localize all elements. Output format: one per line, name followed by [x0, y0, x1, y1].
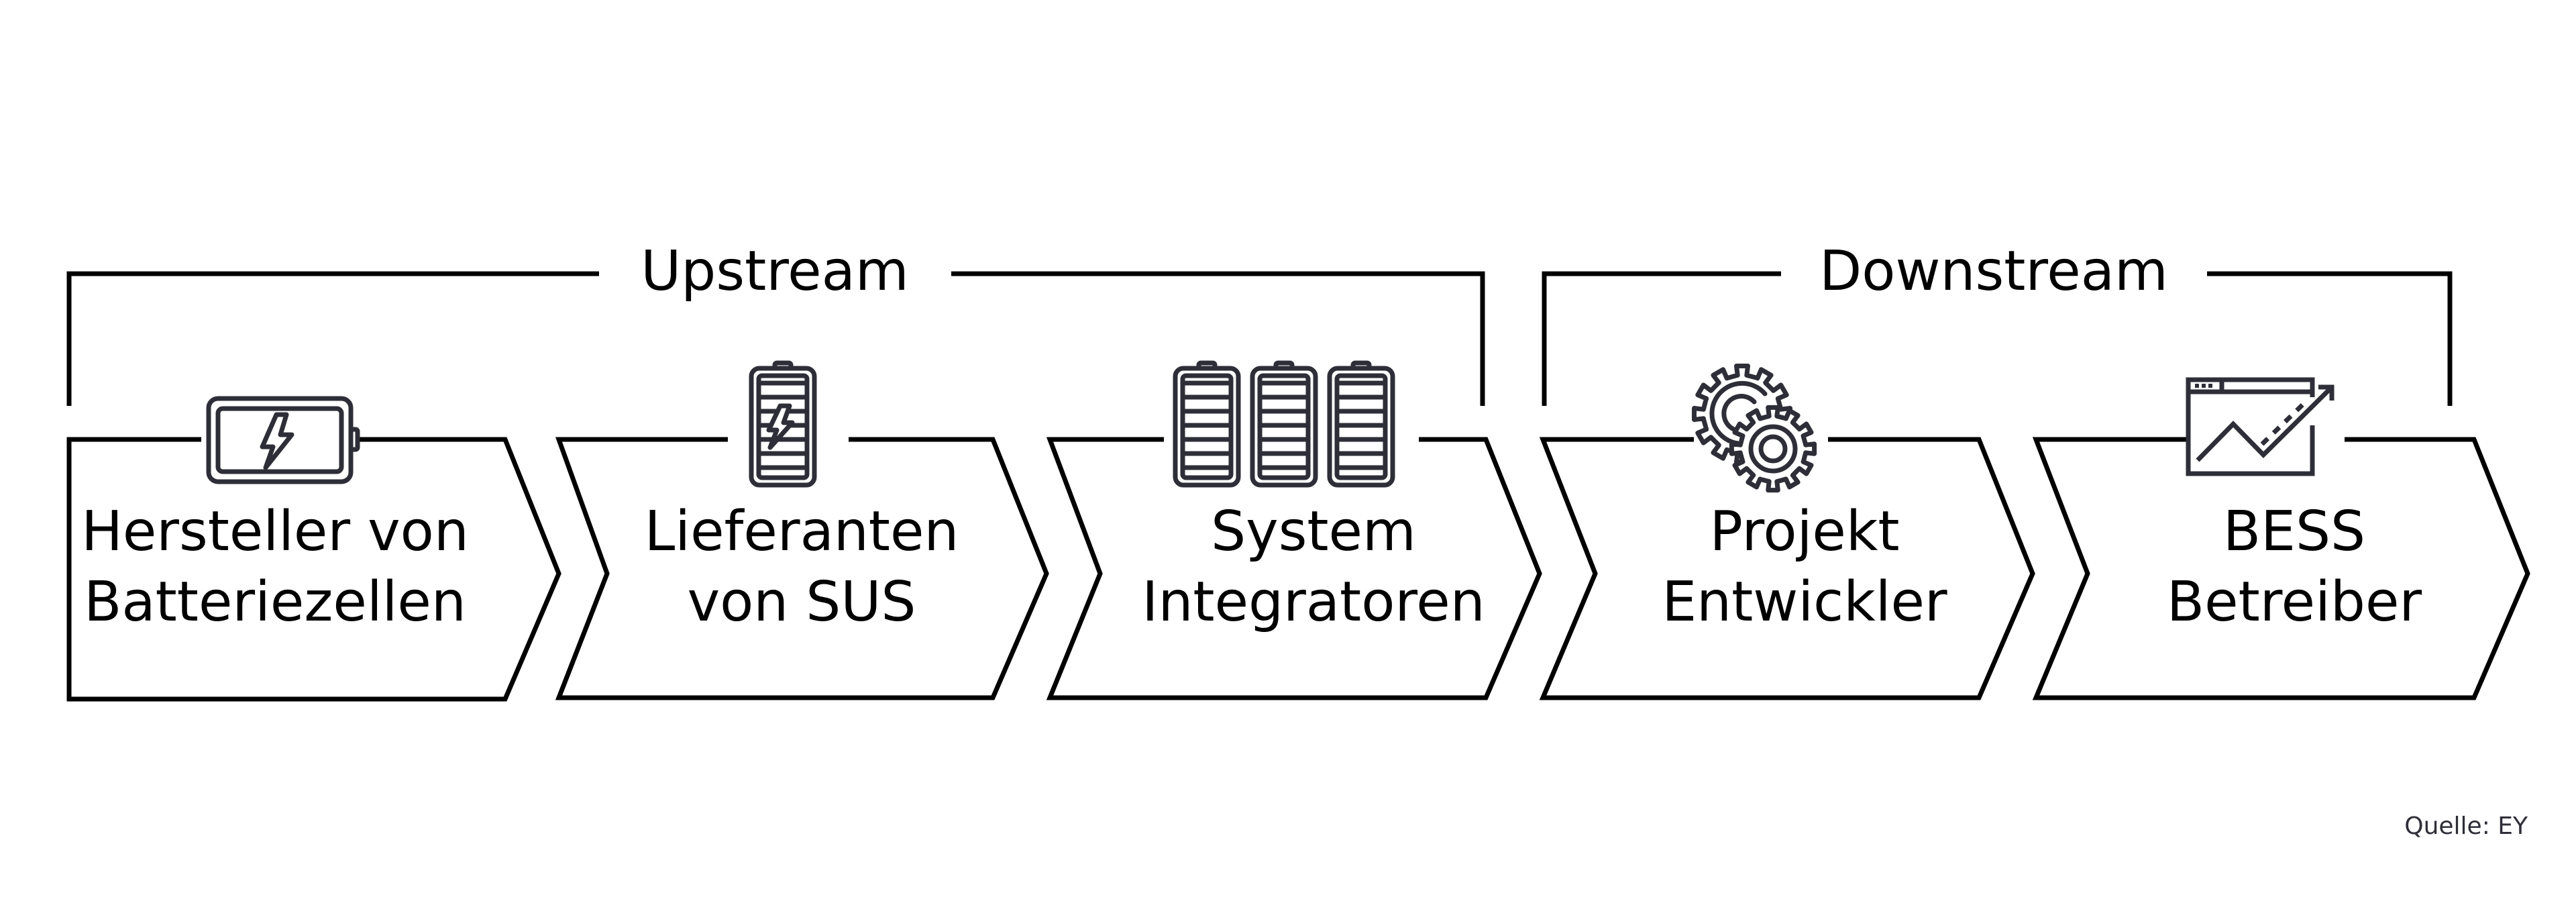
stage-label-line2: Entwickler — [1662, 570, 1947, 634]
battery-cell-charging-icon — [728, 360, 849, 496]
chevron-shape — [555, 437, 1049, 700]
downstream-bracket: Downstream — [1542, 240, 2453, 406]
stage-system-integrators: System Integratoren — [1046, 360, 1542, 700]
growth-chart-window-icon — [2186, 372, 2345, 483]
stage-label-line1: Hersteller von — [81, 500, 469, 564]
stage-label-line1: Lieferanten — [645, 500, 959, 564]
gears-icon — [1692, 362, 1828, 496]
source-note: Quelle: EY — [2404, 812, 2528, 840]
stage-sus-suppliers: Lieferanten von SUS — [555, 360, 1049, 700]
stage-bess-operators: BESS Betreiber — [2032, 372, 2530, 700]
upstream-label: Upstream — [641, 240, 908, 303]
stage-battery-cell-manufacturers: Hersteller von Batteriezellen — [66, 396, 561, 702]
chevron-shape — [1539, 437, 2035, 700]
battery-cell-icon — [1173, 360, 1241, 488]
stage-project-developers: Projekt Entwickler — [1539, 362, 2035, 700]
stage-label-line1: BESS — [2223, 500, 2365, 564]
stage-label-line2: Betreiber — [2167, 570, 2422, 634]
battery-cell-icon — [1250, 360, 1318, 488]
stage-label-line1: System — [1211, 500, 1416, 564]
stage-label-line2: von SUS — [688, 570, 916, 634]
small-gear-icon — [1729, 405, 1817, 493]
upstream-bracket-right — [951, 271, 1485, 406]
battery-pack-icon — [1164, 360, 1419, 496]
downstream-label: Downstream — [1819, 240, 2168, 303]
stage-label-line2: Integratoren — [1142, 570, 1485, 634]
chevron-shape — [1046, 437, 1542, 700]
upstream-bracket: Upstream — [66, 240, 1485, 406]
battery-charging-icon — [201, 396, 360, 484]
downstream-bracket-left — [1542, 271, 1781, 406]
downstream-bracket-right — [2207, 271, 2453, 406]
chevron-shape — [66, 437, 561, 702]
upstream-bracket-left — [66, 271, 599, 406]
battery-cell-icon — [1327, 360, 1395, 488]
stage-label-line2: Batteriezellen — [84, 570, 466, 634]
stage-label-line1: Projekt — [1710, 500, 1900, 564]
chevron-shape — [2032, 437, 2530, 700]
